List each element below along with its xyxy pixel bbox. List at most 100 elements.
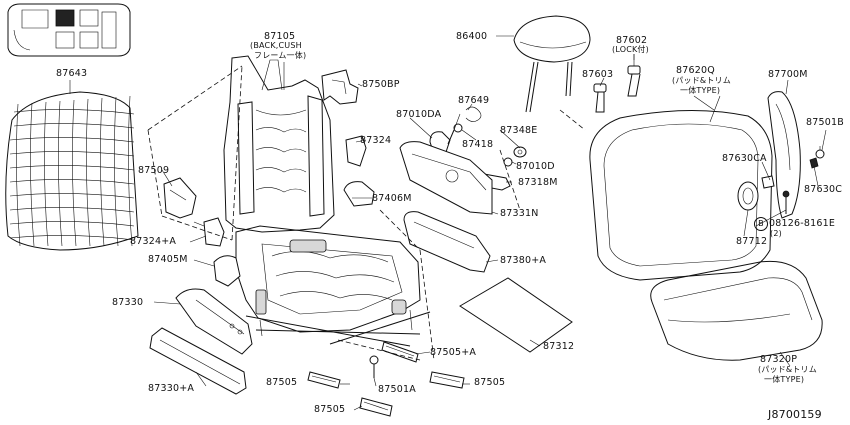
label-87620Q: 87620Q: [676, 65, 715, 76]
label-87010DA: 87010DA: [396, 109, 442, 120]
side-cover-87331N: [399, 141, 493, 215]
label-87505-right: 87505: [474, 377, 506, 388]
label-87505A: 87505+A: [430, 347, 477, 358]
cover-87324A: [193, 217, 225, 247]
grid-horizontal-line: [9, 151, 135, 157]
grid-horizontal-line: [9, 207, 135, 213]
label-87330A: 87330+A: [148, 383, 195, 394]
label-87320P-sub2: 一体TYPE): [764, 375, 805, 384]
side-trim-87330: [175, 288, 253, 355]
grid-horizontal-line: [9, 179, 135, 185]
label-87620Q-sub2: 一体TYPE): [680, 86, 721, 95]
grid-vertical-line: [30, 102, 35, 247]
clip-87630C: [809, 157, 819, 169]
label-87603: 87603: [582, 69, 614, 80]
bracket-87509: [163, 177, 197, 219]
label-87348E: 87348E: [500, 125, 538, 136]
label-87630C: 87630C: [804, 184, 843, 195]
washer-87348E: [513, 146, 527, 158]
label-87501A: 87501A: [378, 384, 416, 395]
label-87602: 87602: [616, 35, 648, 46]
label-87324A: 87324+A: [130, 236, 177, 247]
label-87643: 87643: [56, 68, 88, 79]
label-08126: 08126-8161E: [769, 218, 836, 229]
grid-vertical-line: [44, 101, 49, 247]
label-87649: 87649: [458, 95, 490, 106]
diagram-code: J8700159: [768, 408, 822, 421]
label-87505-left: 87505: [266, 377, 298, 388]
grid-horizontal-line: [13, 123, 135, 129]
bolt-08126: [782, 190, 790, 214]
foot-cover-87505-left: [307, 371, 341, 389]
label-08126-qty: (2): [770, 229, 782, 238]
label-86400: 86400: [456, 31, 488, 42]
label-87105: 87105: [264, 31, 296, 42]
spring-87649: [465, 106, 482, 122]
headrest-guide-87602: [627, 54, 641, 97]
label-87318M: 87318M: [518, 177, 558, 188]
grid-horizontal-line: [9, 165, 135, 171]
label-87331N: 87331N: [500, 208, 539, 219]
label-87405M: 87405M: [148, 254, 188, 265]
label-87630CA: 87630CA: [722, 153, 767, 164]
label-87105-sub2: フレーム一体): [254, 51, 307, 60]
side-panel-87700M: [767, 91, 801, 219]
knob-87712: [737, 181, 759, 211]
bracket-8750BP: [321, 69, 359, 105]
label-8750BP: 8750BP: [362, 79, 400, 90]
grid-vertical-line: [72, 99, 77, 247]
label-87418: 87418: [462, 139, 494, 150]
foot-cover-87505-bottom: [359, 397, 393, 417]
headrest-guide-87603: [593, 83, 607, 113]
label-87320P: 87320P: [760, 354, 798, 365]
seat-frame-87105: [223, 55, 431, 347]
label-87620Q-sub1: (パッド&トリム: [672, 76, 731, 85]
cover-87324: [345, 135, 367, 167]
dashed-group-lines: [147, 65, 586, 361]
grid-vertical-line: [128, 95, 133, 247]
vehicle-locator-icon: [7, 3, 131, 57]
mat-87312: [459, 277, 573, 353]
label-87010D: 87010D: [516, 161, 555, 172]
screw-87501A: [369, 355, 379, 378]
label-87330: 87330: [112, 297, 144, 308]
label-87105-sub1: (BACK,CUSH: [250, 41, 302, 50]
label-87700M: 87700M: [768, 69, 808, 80]
label-87509: 87509: [138, 165, 170, 176]
grid-vertical-line: [114, 96, 119, 247]
label-87324: 87324: [360, 135, 392, 146]
label-87406M: 87406M: [372, 193, 412, 204]
headrest-86400: [513, 15, 591, 113]
cushion-87320P: [650, 260, 823, 367]
label-87712: 87712: [736, 236, 768, 247]
grid-horizontal-line: [9, 193, 135, 199]
label-87501B: 87501B: [806, 117, 844, 128]
label-87505-bottom: 87505: [314, 404, 346, 415]
clip-87630CA: [761, 175, 775, 189]
grid-horizontal-line: [13, 109, 135, 115]
label-08126-badge: B: [754, 217, 768, 231]
label-87602-sub: (LOCK付): [612, 45, 649, 54]
finisher-87330A: [149, 327, 247, 395]
side-cover-87380A: [403, 211, 491, 273]
grid-horizontal-line: [9, 221, 135, 227]
back-trim-87620Q: [589, 95, 773, 281]
label-87312: 87312: [543, 341, 575, 352]
leader-lines: [153, 35, 827, 411]
bushing-87010D: [503, 157, 513, 167]
grid-vertical-line: [58, 100, 63, 247]
cover-87405M: [213, 255, 241, 287]
grid-horizontal-line: [9, 235, 135, 241]
foot-cover-87505-right: [429, 371, 465, 389]
screw-87501B: [815, 146, 825, 159]
grid-vertical-line: [100, 97, 105, 247]
label-87380A: 87380+A: [500, 255, 547, 266]
seat-back-cover-87643: [5, 80, 139, 251]
grid-vertical-line: [86, 98, 91, 247]
cover-87406M: [343, 181, 375, 207]
screw-87418: [447, 123, 463, 145]
grid-horizontal-line: [9, 137, 135, 143]
grid-vertical-line: [16, 103, 21, 247]
label-87320P-sub1: (パッド&トリム: [758, 365, 817, 374]
